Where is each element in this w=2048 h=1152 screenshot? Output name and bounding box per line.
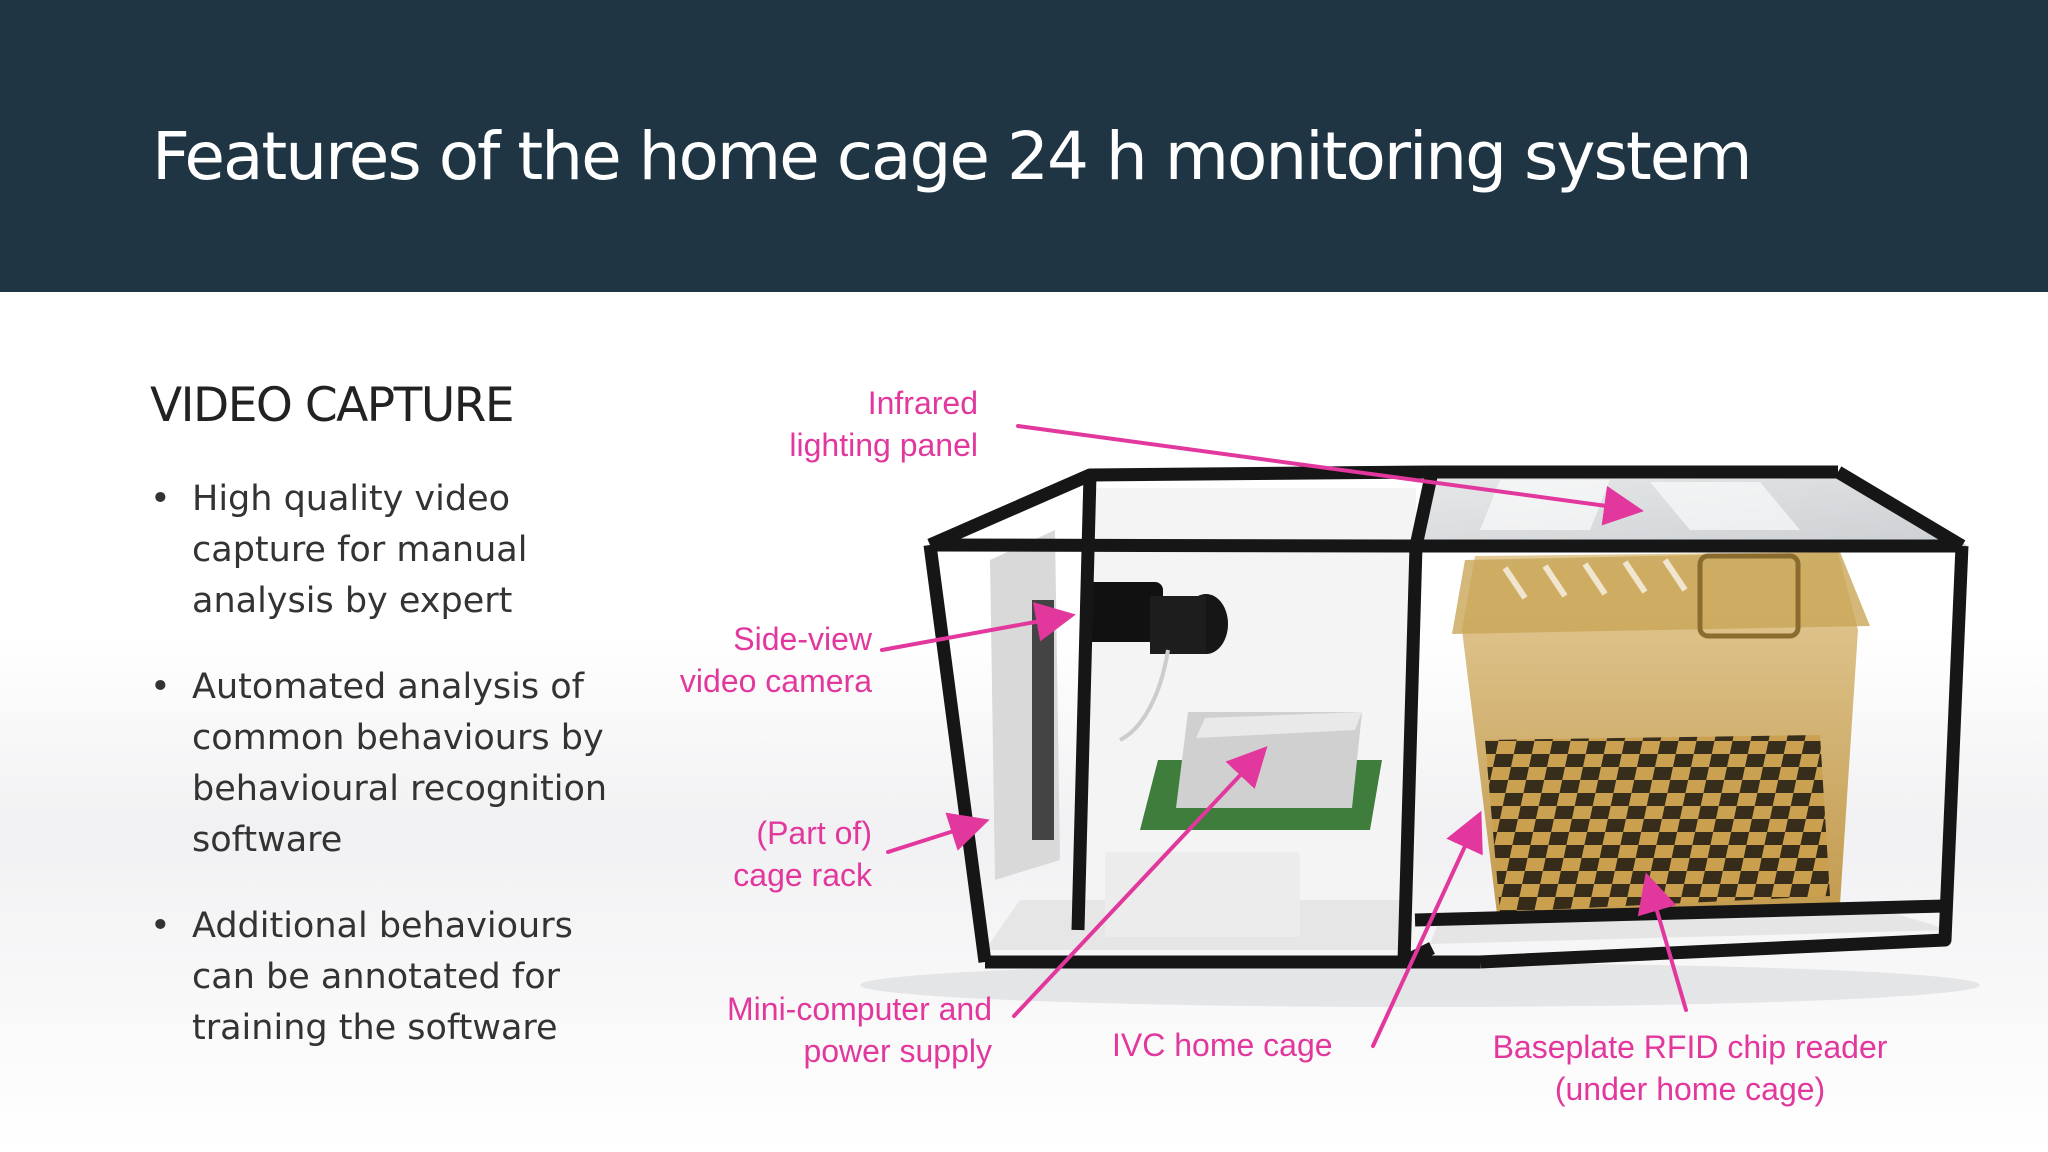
rfid-arrow <box>1637 872 1688 1012</box>
bullet-icon: • <box>150 667 171 707</box>
callout-arrows <box>880 424 1688 1048</box>
floor-shadow <box>860 963 1980 1007</box>
callout-side-camera: Side-view video camera <box>640 618 872 702</box>
camera-arrow <box>880 602 1076 652</box>
camera-lens-barrel <box>1150 596 1206 654</box>
bullet-text: High quality video capture for manual an… <box>192 479 528 621</box>
camera-body <box>1085 582 1163 642</box>
cage-system-illustration <box>860 424 1980 1048</box>
cage-grid-floor <box>1485 735 1830 912</box>
callout-line: lighting panel <box>789 427 978 463</box>
bullet-item: • Additional behaviours can be annotated… <box>150 901 620 1054</box>
callout-line: Infrared <box>867 385 978 421</box>
camera-cable <box>1119 649 1170 742</box>
callout-cage-rack: (Part of) cage rack <box>700 812 872 896</box>
callout-line: Side-view <box>733 621 872 657</box>
title-bar: Features of the home cage 24 h monitorin… <box>0 0 2048 292</box>
callout-infrared-panel: Infrared lighting panel <box>760 382 978 466</box>
callout-ivc-home-cage: IVC home cage <box>1112 1024 1333 1066</box>
power-supply <box>1105 852 1300 937</box>
callout-line: cage rack <box>733 857 872 893</box>
cage-lid-vents <box>1502 558 1688 600</box>
callout-mini-computer: Mini-computer and power supply <box>680 988 992 1072</box>
infrared-panel-reflection <box>1480 480 1800 530</box>
bullet-text: Automated analysis of common behaviours … <box>192 667 608 860</box>
bullet-icon: • <box>150 906 171 946</box>
callout-line: video camera <box>679 663 872 699</box>
callout-line: IVC home cage <box>1112 1027 1333 1063</box>
bullet-text: Additional behaviours can be annotated f… <box>192 906 573 1048</box>
bullet-item: • High quality video capture for manual … <box>150 474 620 627</box>
callout-line: Mini-computer and <box>727 991 992 1027</box>
bullet-icon: • <box>150 479 171 519</box>
bullet-item: • Automated analysis of common behaviour… <box>150 662 620 866</box>
callout-rfid-reader: Baseplate RFID chip reader (under home c… <box>1460 1026 1920 1110</box>
callout-line: (under home cage) <box>1554 1071 1826 1107</box>
ivc-arrow <box>1371 810 1483 1048</box>
callout-line: power supply <box>803 1033 992 1069</box>
mini-computer-box-top <box>1196 712 1362 738</box>
rack-arrow <box>886 812 990 854</box>
cage-handle <box>1697 553 1801 639</box>
callout-line: Baseplate RFID chip reader <box>1492 1029 1888 1065</box>
camera-bracket <box>1032 600 1054 840</box>
section-heading: VIDEO CAPTURE <box>150 378 515 433</box>
callout-line: (Part of) <box>756 815 872 851</box>
slide-title: Features of the home cage 24 h monitorin… <box>152 118 1753 195</box>
cage-rack-frame <box>923 465 1969 969</box>
infrared-arrow <box>1016 424 1644 526</box>
cage-lid <box>1452 552 1870 634</box>
computer-arrow <box>1012 746 1268 1018</box>
